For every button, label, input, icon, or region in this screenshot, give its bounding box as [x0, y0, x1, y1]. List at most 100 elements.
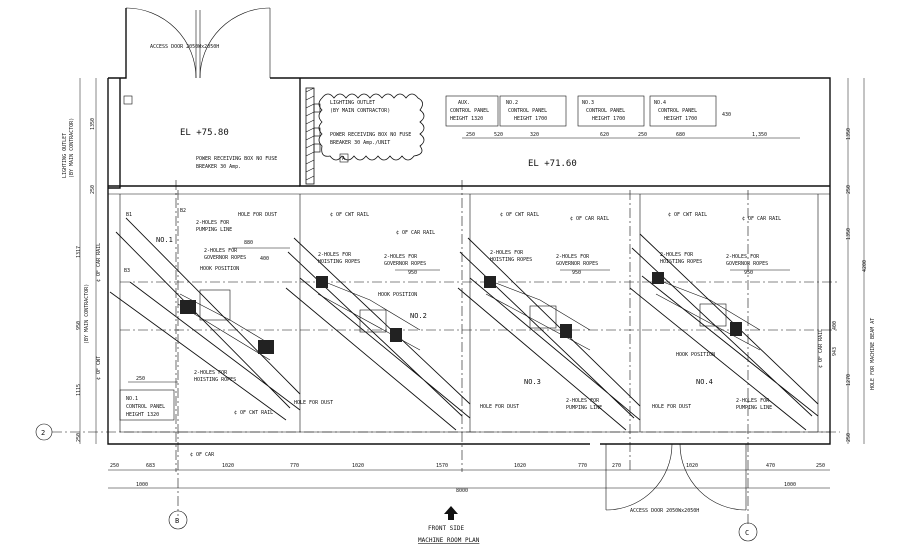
machine-blocks	[180, 272, 742, 354]
b3-label-1: B3	[124, 268, 130, 274]
grid-label-b: B	[175, 517, 179, 525]
panel-aux-line2: CONTROL PANEL	[450, 108, 489, 114]
power-box-main-line2: BREAKER 30 Amp./UNIT	[330, 140, 390, 146]
panel-no4-line3: HEIGHT 1700	[664, 116, 697, 122]
cl-car-label: ¢ OF CAR	[190, 452, 215, 458]
car-rail-4: ¢ OF CAR RAIL	[742, 216, 781, 222]
hole-dust-2: HOLE FOR DUST	[480, 404, 519, 410]
svg-text:¢ OF CAR RAIL: ¢ OF CAR RAIL	[96, 243, 102, 282]
svg-text:470: 470	[766, 463, 775, 469]
left-dims: 1350 250 1317 950 1115 250 ¢ OF CAR RAIL…	[76, 118, 102, 442]
svg-text:(BY MAIN CONTRACTOR): (BY MAIN CONTRACTOR)	[69, 118, 75, 178]
svg-text:250: 250	[90, 185, 96, 194]
car-rail-2: ¢ OF CAR RAIL	[396, 230, 435, 236]
hoisting-1a: 2-HOLES FOR	[194, 370, 228, 376]
bottom-dims-row2: 1000 8000 1000	[136, 482, 796, 494]
svg-text:770: 770	[578, 463, 587, 469]
grid-bubble-b	[168, 510, 188, 530]
top-dim-2: 520	[494, 132, 503, 138]
svg-text:683: 683	[146, 463, 155, 469]
bottom-dims-row1: 250 683 1020 770 1020 1570 1020 770 270 …	[110, 463, 825, 469]
svg-text:¢ OF CWT: ¢ OF CWT	[96, 356, 102, 380]
grid-axes	[52, 180, 840, 526]
governor-3a: 2-HOLES FOR	[556, 254, 590, 260]
power-box-main-line1: POWER RECEIVING BOX NO FUSE	[330, 132, 411, 138]
hoisting-1b: HOISTING ROPES	[194, 377, 236, 383]
car-rail-3: ¢ OF CAR RAIL	[570, 216, 609, 222]
hoisting-4a: 2-HOLES FOR	[660, 252, 694, 258]
svg-text:1020: 1020	[222, 463, 234, 469]
hook-position-4: HOOK POSITION	[676, 352, 715, 358]
svg-text:1000: 1000	[784, 482, 796, 488]
svg-text:1570: 1570	[436, 463, 448, 469]
car-label-3: NO.3	[524, 378, 541, 386]
inner-dim-4: 950	[572, 270, 581, 276]
pumping-1b: PUMPING LINE	[196, 227, 232, 233]
svg-text:(BY MAIN CONTRACTOR): (BY MAIN CONTRACTOR)	[84, 284, 90, 344]
governor-2b: GOVERNOR ROPES	[384, 261, 426, 267]
pumping-2a: 2-HOLES FOR	[566, 398, 600, 404]
svg-text:270: 270	[612, 463, 621, 469]
panel-no4-line2: CONTROL PANEL	[658, 108, 697, 114]
front-side-label: FRONT SIDE	[428, 525, 465, 532]
governor-3b: GOVERNOR ROPES	[556, 261, 598, 267]
hatched-wall	[305, 87, 321, 185]
panel-no3-line3: HEIGHT 1700	[592, 116, 625, 122]
hoisting-3a: 2-HOLES FOR	[490, 250, 524, 256]
lighting-outlet-left-label: LIGHTING OUTLET (BY MAIN CONTRACTOR)	[62, 118, 75, 178]
svg-text:1270: 1270	[846, 374, 852, 386]
hook-position-1: HOOK POSITION	[200, 266, 239, 272]
dimension-lines	[79, 78, 865, 489]
hoisting-4b: HOISTING ROPES	[660, 259, 702, 265]
panel-aux-line3: HEIGHT 1320	[450, 116, 483, 122]
svg-text:8000: 8000	[456, 488, 468, 494]
panel-no2-line2: CONTROL PANEL	[508, 108, 547, 114]
top-dim-6: 680	[676, 132, 685, 138]
hoisting-3b: HOISTING ROPES	[490, 257, 532, 263]
cwt-rail-3: ¢ OF CWT RAIL	[500, 212, 539, 218]
inner-dim-5: 950	[744, 270, 753, 276]
hoisting-2b: HOISTING ROPES	[318, 259, 360, 265]
governor-1a: 2-HOLES FOR	[204, 248, 238, 254]
pumping-1a: 2-HOLES FOR	[196, 220, 230, 226]
panel-aux-line1: AUX.	[458, 100, 470, 106]
hoisting-2a: 2-HOLES FOR	[318, 252, 352, 258]
panel-no1-line2: CONTROL PANEL	[126, 404, 165, 410]
car-label-2: NO.2	[410, 312, 427, 320]
hook-position-2: HOOK POSITION	[378, 292, 417, 298]
panel-no3-line2: CONTROL PANEL	[586, 108, 625, 114]
elevation-upper: EL +75.80	[180, 128, 229, 138]
svg-text:250: 250	[76, 433, 82, 442]
grid-bubble-c	[738, 522, 758, 542]
svg-text:1020: 1020	[686, 463, 698, 469]
inner-dim-6: 250	[136, 376, 145, 382]
panel-no3-line1: NO.3	[582, 100, 594, 106]
svg-text:250: 250	[846, 433, 852, 442]
pumping-4a: PUMPING LINE	[736, 405, 772, 411]
right-dims: 1350 250 1350 4200 1270 250 400 943 ¢ OF…	[818, 128, 876, 442]
hole-dust-3: HOLE FOR DUST	[652, 404, 691, 410]
bottom-access-door	[605, 443, 747, 511]
car-label-1: NO.1	[156, 236, 173, 244]
governor-4c: 2-HOLES FOR	[736, 398, 770, 404]
svg-text:1350: 1350	[90, 118, 96, 130]
power-box-small-line2: BREAKER 30 Amp.	[196, 164, 241, 170]
car-rail-diagonals	[109, 217, 819, 431]
governor-1b: GOVERNOR ROPES	[204, 255, 246, 261]
top-dim-7: 1,350	[752, 132, 767, 138]
svg-text:1350: 1350	[846, 128, 852, 140]
b1-label-1: B1	[126, 212, 132, 218]
panel-no2-line3: HEIGHT 1700	[514, 116, 547, 122]
top-dim-1: 250	[466, 132, 475, 138]
svg-text:HOLE FOR MACHINE BEAM AT: HOLE FOR MACHINE BEAM AT	[870, 318, 876, 390]
hole-dust-1b: HOLE FOR DUST	[294, 400, 333, 406]
top-dim-4: 620	[600, 132, 609, 138]
power-box-small-line1: POWER RECEIVING BOX NO FUSE	[196, 156, 277, 162]
grid-bubble-2	[35, 423, 53, 441]
b2-label-1: B2	[180, 208, 186, 214]
svg-text:770: 770	[290, 463, 299, 469]
car-label-4: NO.4	[696, 378, 713, 386]
svg-text:400: 400	[832, 321, 838, 330]
panel-no2-line1: NO.2	[506, 100, 518, 106]
